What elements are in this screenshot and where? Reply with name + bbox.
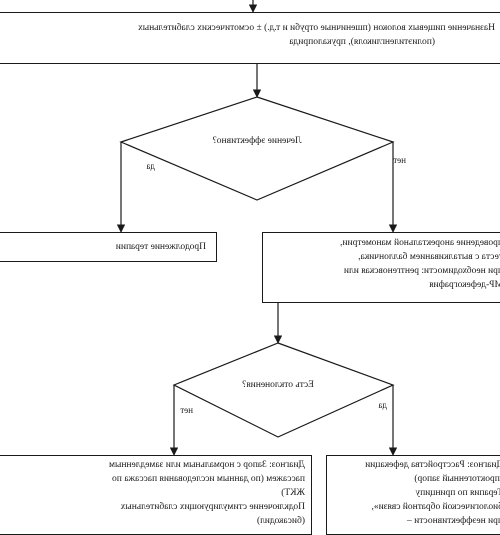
top-box: Назначение пищевых волокон (пшеничные от… bbox=[0, 12, 500, 64]
continue-box-label: Продолжение терапии bbox=[115, 242, 206, 252]
left-diagnosis-line-3: ЖКТ) bbox=[281, 488, 305, 498]
right-diagnosis-box: Диагноз: Расстройства дефекации (проктог… bbox=[326, 455, 500, 535]
continue-box: Продолжение терапии bbox=[0, 232, 217, 262]
right-diagnosis-line-2: (проктогенный запор) bbox=[414, 474, 500, 484]
decision-1-no-label: нет bbox=[393, 155, 406, 165]
left-diagnosis-line-2: пассажем (по данным исследования пассажа… bbox=[112, 474, 305, 484]
decision-1-yes-label: да bbox=[146, 161, 155, 171]
right-diagnosis-line-3: Терапия по принципу bbox=[415, 488, 500, 498]
right-diagnosis-line-1: Диагноз: Расстройства дефекации bbox=[365, 460, 500, 470]
left-diagnosis-line-1: Диагноз: Запор с нормальным или замедлен… bbox=[108, 460, 305, 470]
exam-box-line-3: при необходимости: рентгеновская или bbox=[343, 266, 500, 276]
left-diagnosis-line-5: (бисакодил) bbox=[256, 516, 305, 526]
decision-2-yes-label: да bbox=[378, 400, 387, 410]
exam-box-line-1: проведение аноректальной манометрии, bbox=[340, 238, 500, 248]
exam-box: проведение аноректальной манометрии, тес… bbox=[262, 232, 500, 303]
decision-2-diamond bbox=[172, 342, 395, 438]
right-diagnosis-line-5: при неэффективности – bbox=[407, 516, 500, 526]
decision-2-label: Есть отклонения? bbox=[242, 380, 314, 390]
decision-1-label: Лечение эффективно? bbox=[212, 136, 302, 146]
left-diagnosis-line-4: Подключение стимулирующих слабительных bbox=[120, 502, 305, 512]
exam-box-line-2: теста с выталкиванием баллончика, bbox=[358, 252, 500, 262]
left-diagnosis-box: Диагноз: Запор с нормальным или замедлен… bbox=[0, 455, 312, 535]
top-box-line-2: (полиэтиленгликоля), прукалоприда bbox=[289, 37, 435, 47]
decision-2-no-label: нет bbox=[180, 405, 193, 415]
top-box-line-1: Назначение пищевых волокон (пшеничные от… bbox=[138, 23, 495, 33]
exam-box-line-4: МР-дефекография bbox=[429, 280, 500, 290]
right-diagnosis-line-4: биологической обратной связи», bbox=[371, 502, 500, 512]
decision-1-diamond bbox=[119, 96, 395, 201]
